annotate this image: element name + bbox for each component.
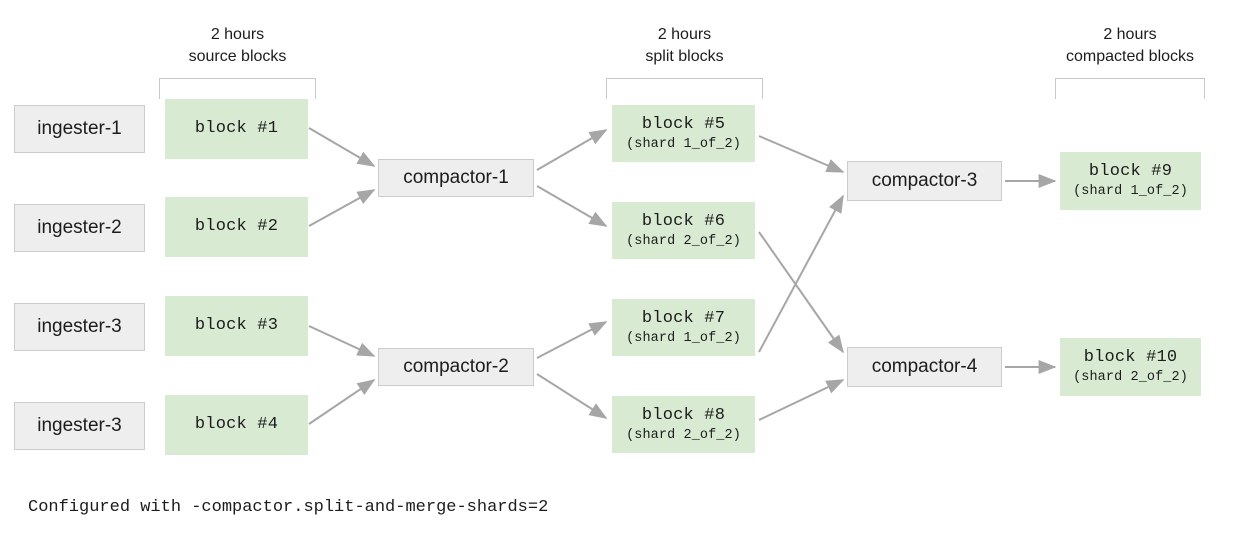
node-block-4[interactable]: block #4 [165, 395, 308, 455]
node-block-3-title: block #3 [194, 316, 279, 336]
node-ingester-1-label: ingester-1 [37, 118, 122, 140]
edge-compactor1-to-block5 [536, 129, 608, 171]
bracket-compacted-blocks [1055, 78, 1205, 99]
column-header-compacted-line1: 2 hours [1103, 26, 1157, 43]
edge-block2-to-compactor1 [308, 189, 376, 227]
edge-compactor2-to-block8 [536, 373, 608, 419]
node-ingester-2[interactable]: ingester-2 [14, 204, 145, 252]
edge-block6-to-compactor4 [758, 231, 844, 354]
node-ingester-3a[interactable]: ingester-3 [14, 303, 145, 351]
node-ingester-3b[interactable]: ingester-3 [14, 402, 145, 450]
node-block-1[interactable]: block #1 [165, 99, 308, 159]
column-header-source-blocks: 2 hours source blocks [155, 24, 320, 67]
edge-block4-to-compactor2 [308, 379, 376, 425]
node-block-8-title: block #8 [641, 405, 726, 425]
node-compactor-2-label: compactor-2 [403, 356, 509, 378]
node-ingester-3b-label: ingester-3 [37, 415, 122, 437]
bracket-split-blocks [606, 78, 763, 99]
node-block-6-shard: (shard 2_of_2) [626, 233, 741, 249]
node-block-7-shard: (shard 1_of_2) [626, 330, 741, 346]
node-block-9[interactable]: block #9 (shard 1_of_2) [1060, 152, 1201, 210]
edge-block8-to-compactor4 [758, 379, 845, 421]
node-block-7[interactable]: block #7 (shard 1_of_2) [612, 299, 755, 356]
column-header-split-line1: 2 hours [657, 26, 712, 43]
edge-compactor2-to-block7 [536, 321, 608, 359]
edge-compactor1-to-block6 [536, 185, 608, 227]
node-ingester-1[interactable]: ingester-1 [14, 105, 145, 153]
node-block-7-title: block #7 [641, 308, 726, 328]
node-block-9-title: block #9 [1088, 162, 1173, 182]
column-header-source-line2: source blocks [188, 47, 287, 65]
node-compactor-3-label: compactor-3 [871, 170, 978, 192]
column-header-split-blocks: 2 hours split blocks [602, 24, 767, 67]
column-header-source-line1: 2 hours [210, 26, 265, 43]
edge-block3-to-compactor2 [308, 325, 376, 357]
node-block-2[interactable]: block #2 [165, 197, 308, 257]
node-block-5-shard: (shard 1_of_2) [626, 136, 741, 152]
node-compactor-1[interactable]: compactor-1 [378, 159, 534, 197]
node-compactor-2[interactable]: compactor-2 [378, 348, 534, 386]
node-block-2-title: block #2 [194, 217, 279, 237]
node-block-8-shard: (shard 2_of_2) [626, 427, 741, 443]
node-block-10[interactable]: block #10 (shard 2_of_2) [1060, 338, 1201, 396]
node-compactor-3[interactable]: compactor-3 [847, 161, 1002, 201]
node-block-10-shard: (shard 2_of_2) [1073, 370, 1188, 386]
node-compactor-4-label: compactor-4 [871, 356, 978, 378]
node-block-1-title: block #1 [194, 119, 279, 139]
diagram-caption: Configured with -compactor.split-and-mer… [28, 498, 549, 517]
node-block-5[interactable]: block #5 (shard 1_of_2) [612, 105, 755, 162]
bracket-source-blocks [159, 78, 316, 99]
node-block-4-title: block #4 [194, 415, 279, 435]
node-block-3[interactable]: block #3 [165, 296, 308, 356]
column-header-split-line2: split blocks [645, 47, 724, 65]
node-block-5-title: block #5 [641, 114, 726, 134]
edge-block7-to-compactor3 [758, 194, 844, 353]
node-block-6[interactable]: block #6 (shard 2_of_2) [612, 202, 755, 259]
node-ingester-2-label: ingester-2 [37, 217, 122, 239]
column-header-compacted-line2: compacted blocks [1065, 47, 1195, 65]
node-block-6-title: block #6 [641, 211, 726, 231]
node-compactor-4[interactable]: compactor-4 [847, 347, 1002, 387]
node-ingester-3a-label: ingester-3 [37, 316, 122, 338]
node-block-8[interactable]: block #8 (shard 2_of_2) [612, 396, 755, 453]
node-block-10-title: block #10 [1083, 348, 1178, 368]
edge-block5-to-compactor3 [758, 135, 845, 173]
edge-block1-to-compactor1 [308, 127, 376, 167]
node-block-9-shard: (shard 1_of_2) [1073, 184, 1188, 200]
column-header-compacted-blocks: 2 hours compacted blocks [1040, 24, 1220, 67]
node-compactor-1-label: compactor-1 [403, 167, 509, 189]
